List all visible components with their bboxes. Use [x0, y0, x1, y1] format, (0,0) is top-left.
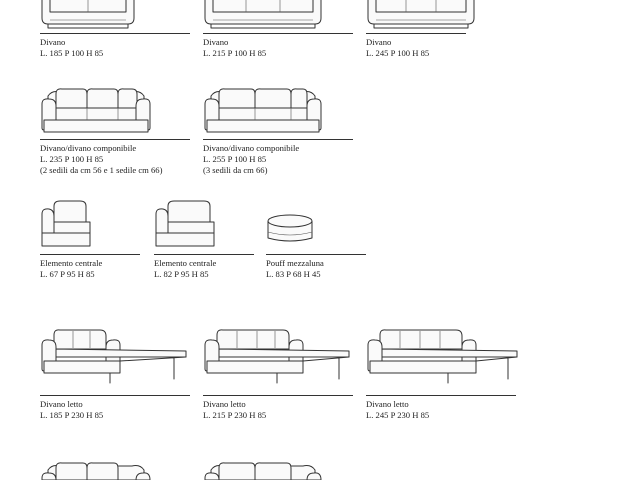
- product-dimensions: L. 245 P 100 H 85: [366, 48, 430, 58]
- product-dimensions: L. 82 P 95 H 85: [154, 269, 209, 279]
- modular-sofa-255-illustration: [204, 88, 322, 133]
- product-name: Pouff mezzaluna: [266, 258, 324, 268]
- product-dimensions: L. 215 P 100 H 85: [203, 48, 267, 58]
- element-67-illustration: [41, 200, 91, 247]
- sofa-185-illustration: [41, 0, 135, 29]
- sofabed-245-illustration: [367, 329, 518, 384]
- modular-sofa-235-illustration: [41, 88, 151, 133]
- sofabed-185-illustration: [41, 329, 187, 384]
- sofa-245-illustration: [367, 0, 475, 29]
- product-note: (2 sedili da cm 56 e 1 sedile cm 66): [40, 165, 163, 175]
- sofabed-215-illustration: [204, 329, 350, 384]
- product-dimensions: L. 185 P 100 H 85: [40, 48, 104, 58]
- cropped-sofa-illustration: [41, 462, 151, 480]
- product-name: Divano/divano componibile: [40, 143, 137, 153]
- sofa-215-illustration: [204, 0, 322, 29]
- product-dimensions: L. 245 P 230 H 85: [366, 410, 430, 420]
- product-dimensions: L. 185 P 230 H 85: [40, 410, 104, 420]
- pouf-illustration: [267, 214, 313, 242]
- product-name: Divano: [203, 37, 229, 47]
- product-name: Divano: [40, 37, 66, 47]
- product-dimensions: L. 67 P 95 H 85: [40, 269, 95, 279]
- element-82-illustration: [155, 200, 215, 247]
- product-name: Divano letto: [203, 399, 246, 409]
- product-dimensions: L. 83 P 68 H 45: [266, 269, 321, 279]
- product-dimensions: L. 215 P 230 H 85: [203, 410, 267, 420]
- product-name: Elemento centrale: [40, 258, 103, 268]
- product-name: Divano/divano componibile: [203, 143, 300, 153]
- product-name: Divano: [366, 37, 392, 47]
- product-dimensions: L. 235 P 100 H 85: [40, 154, 104, 164]
- product-name: Divano letto: [40, 399, 83, 409]
- product-name: Elemento centrale: [154, 258, 217, 268]
- product-note: (3 sedili da cm 66): [203, 165, 268, 175]
- product-name: Divano letto: [366, 399, 409, 409]
- product-dimensions: L. 255 P 100 H 85: [203, 154, 267, 164]
- cropped-sofa-illustration: [204, 462, 322, 480]
